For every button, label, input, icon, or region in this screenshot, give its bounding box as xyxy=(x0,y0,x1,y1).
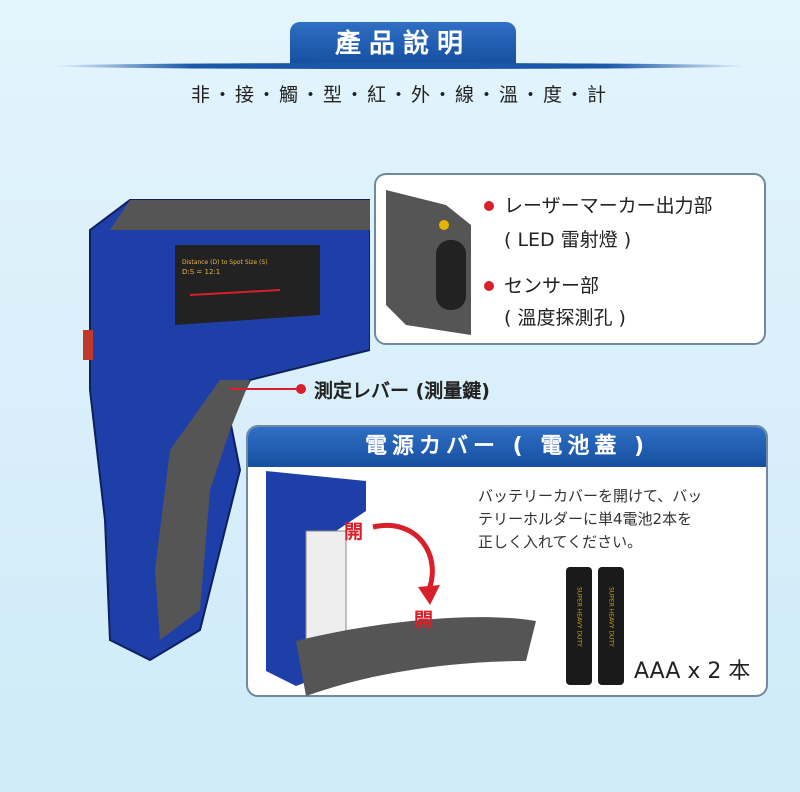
label-distance: Distance (D) to Spot Size (S) xyxy=(182,259,268,266)
laser-title: レーザーマーカー出力部 xyxy=(504,195,713,217)
title-underline xyxy=(55,63,745,69)
sensor-head-illustration xyxy=(386,190,471,335)
label-ds-ratio: D:S = 12:1 xyxy=(182,268,220,276)
open-arrow-icon xyxy=(372,523,440,605)
sensor-title: センサー部 xyxy=(504,275,600,297)
trigger-line xyxy=(230,388,300,390)
laser-dot xyxy=(484,201,494,211)
thermometer-illustration: Distance (D) to Spot Size (S) D:S = 12:1 xyxy=(83,199,370,662)
trigger-title: 測定レバー (測量鍵) xyxy=(314,380,490,402)
battery-count: AAA x 2 本 xyxy=(634,659,751,684)
page-title: 產品說明 xyxy=(290,22,516,64)
battery-title: 電源カバー ( 電池蓋 ) xyxy=(248,427,766,467)
battery-compartment-illustration xyxy=(266,471,536,696)
instruction-line: バッテリーカバーを開けて、バッ xyxy=(478,487,703,505)
battery-icon: SUPER HEAVY DUTY xyxy=(566,567,592,685)
instruction-line: 正しく入れてください。 xyxy=(478,533,643,551)
sensor-dot xyxy=(484,281,494,291)
open-label-bottom: 開 xyxy=(414,609,434,631)
instruction-line: テリーホルダーに単4電池2本を xyxy=(478,510,693,528)
trigger-dot xyxy=(296,384,306,394)
sensor-sub: ( 溫度探測孔 ) xyxy=(504,307,626,329)
sensor-detail-panel: レーザーマーカー出力部 ( LED 雷射燈 ) センサー部 ( 溫度探測孔 ) xyxy=(374,173,766,345)
laser-sub: ( LED 雷射燈 ) xyxy=(504,229,632,251)
open-label-top: 開 xyxy=(344,521,364,543)
battery-icon: SUPER HEAVY DUTY xyxy=(598,567,624,685)
subtitle: 非・接・觸・型・紅・外・線・溫・度・計 xyxy=(190,84,609,106)
battery-panel: 電源カバー ( 電池蓋 ) 開 開 バッテリーカバーを開けて、バッ テリーホルダ… xyxy=(246,425,768,697)
